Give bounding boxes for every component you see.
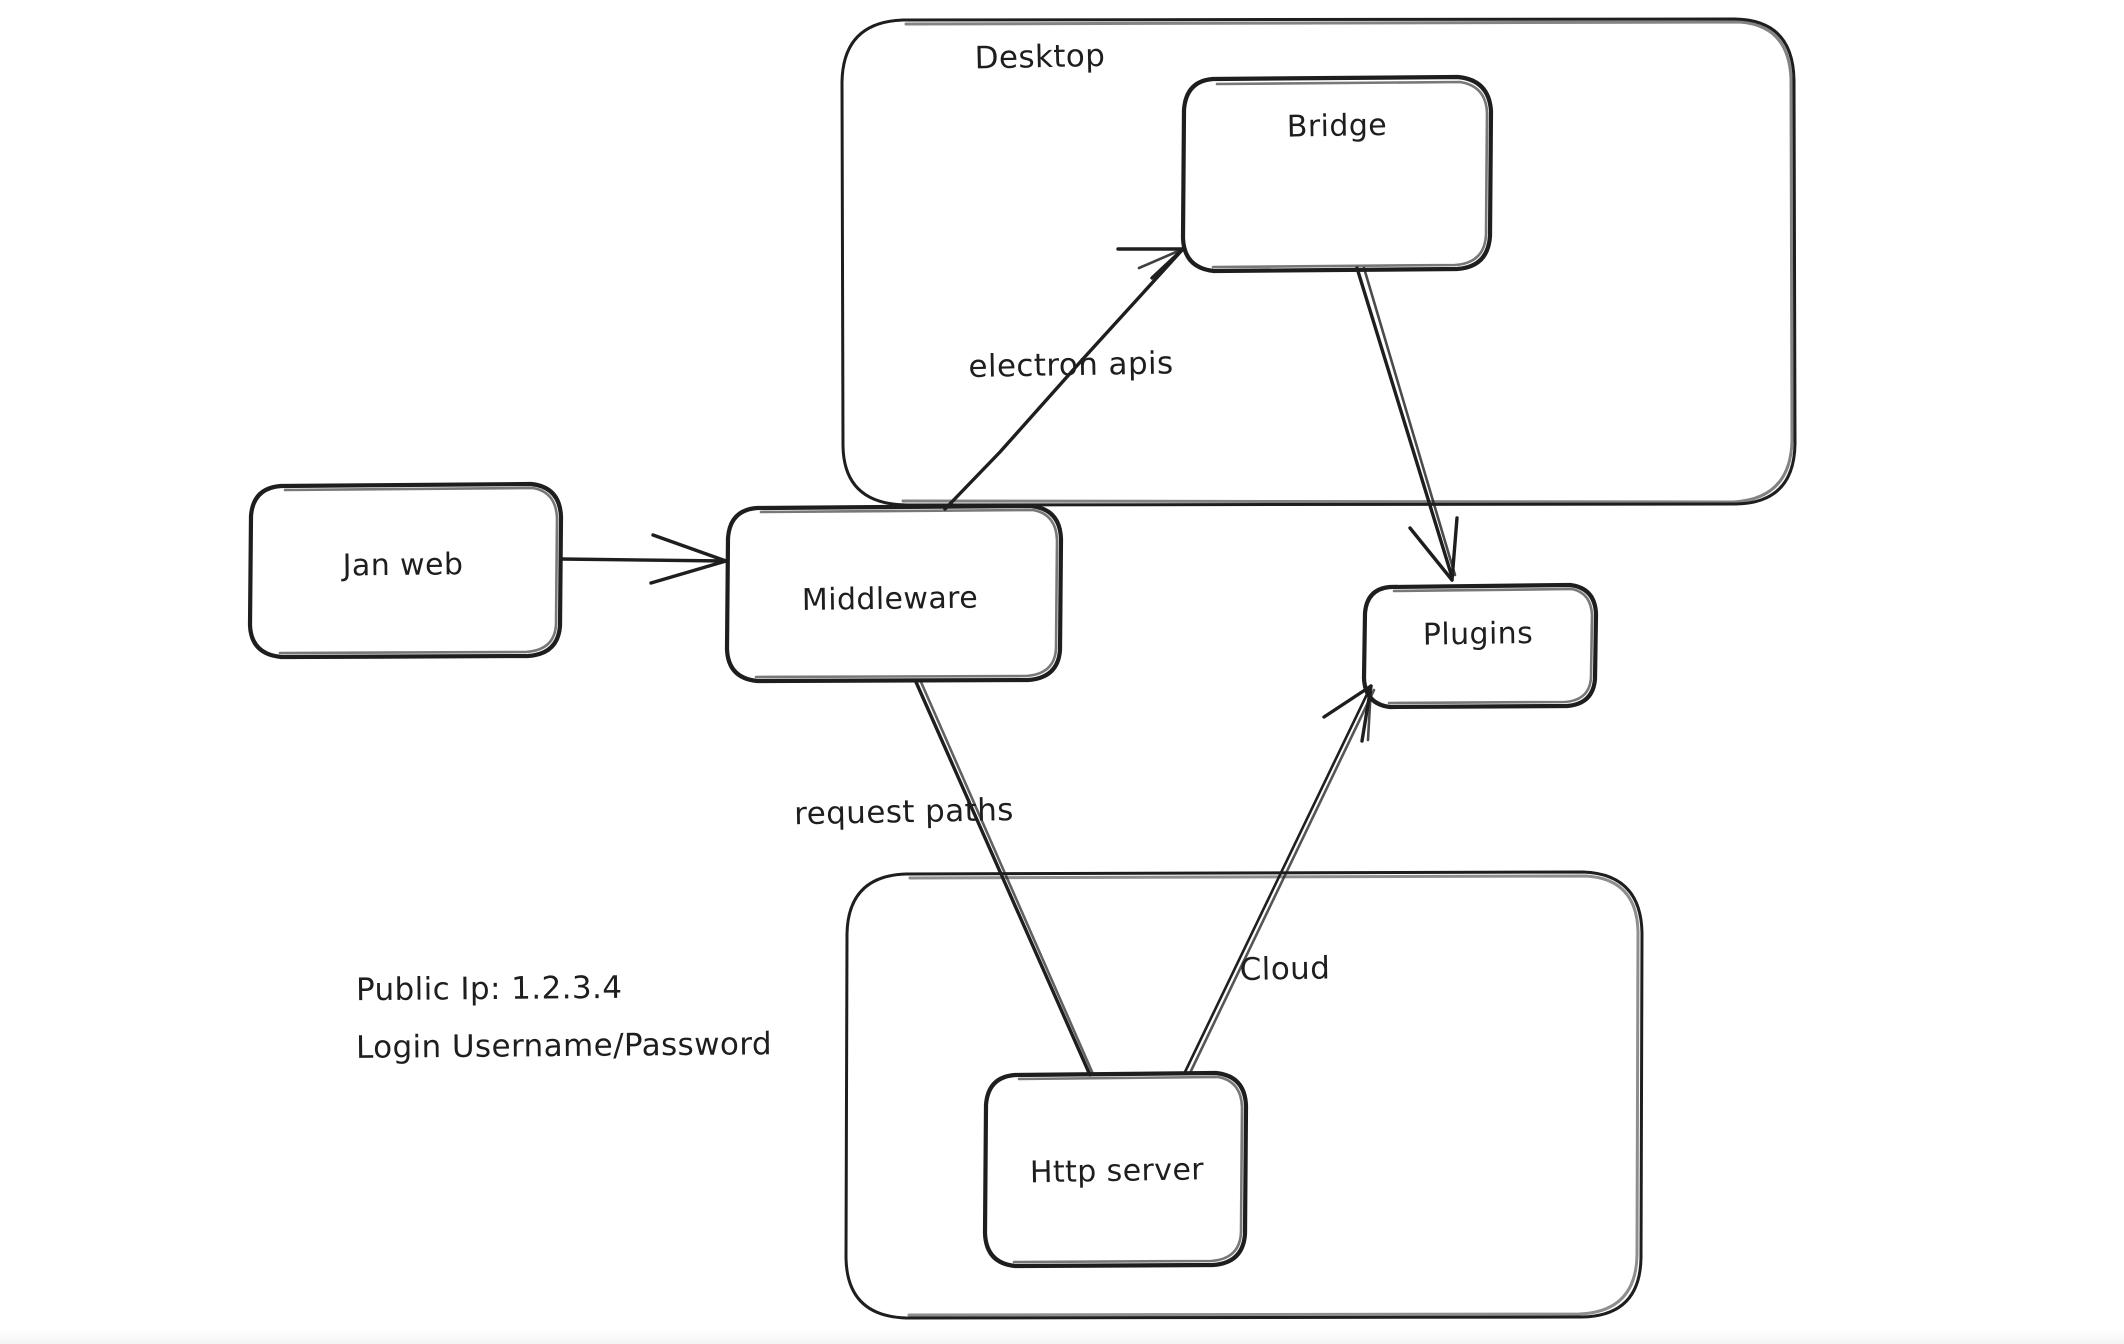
edge-label-electron-apis: electron apis <box>968 345 1174 385</box>
edge-middleware-to-http-server <box>914 680 1095 1077</box>
note-public-ip: Public Ip: 1.2.3.4 <box>355 969 623 1009</box>
bridge-box-shape <box>1180 74 1494 274</box>
edge-jan-web-to-middleware <box>559 533 728 585</box>
desktop-container-label: Desktop <box>974 37 1106 77</box>
plugins-node-label: Plugins <box>1422 616 1534 653</box>
middleware-node-label: Middleware <box>801 580 979 619</box>
desktop-container-shape <box>840 17 1797 507</box>
http-server-box-shape <box>982 1070 1249 1269</box>
http-server-node-label: Http server <box>1029 1152 1205 1191</box>
edge-label-cloud: Cloud <box>1239 950 1331 988</box>
edge-http-server-to-plugins <box>1183 684 1376 1075</box>
edge-bridge-to-plugins <box>1355 266 1459 582</box>
bridge-node-label: Bridge <box>1286 107 1388 145</box>
bottom-edge-strip <box>0 1330 2124 1344</box>
jan-web-box-shape <box>247 481 564 660</box>
edge-label-request-paths: request paths <box>793 792 1015 833</box>
edge-middleware-to-bridge <box>943 247 1185 511</box>
plugins-box-shape <box>1361 582 1599 710</box>
note-login-credentials: Login Username/Password <box>355 1026 773 1066</box>
jan-web-node-label: Jan web <box>342 547 464 584</box>
middleware-box-shape <box>724 503 1064 684</box>
cloud-container-shape <box>844 870 1644 1320</box>
